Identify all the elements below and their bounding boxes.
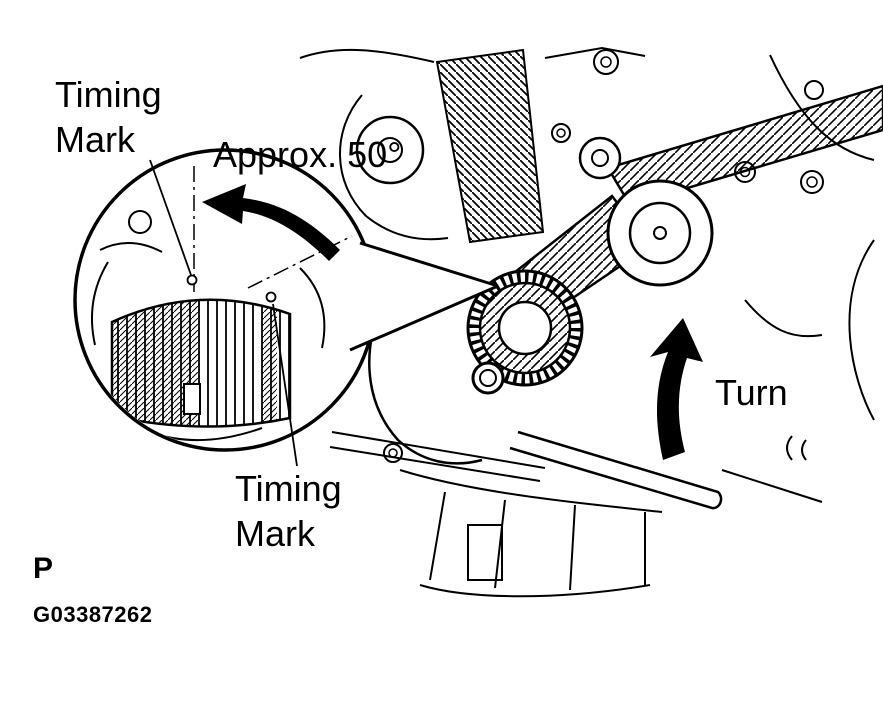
tensioner-pulley xyxy=(606,179,714,287)
page-marker: P xyxy=(33,552,54,585)
crank-bolt xyxy=(471,361,505,395)
engine-outline xyxy=(299,46,875,598)
hatched-wall xyxy=(435,48,545,244)
timing-belt-upper xyxy=(606,84,883,207)
label-timing-mark-lower: Timing Mark xyxy=(235,466,342,556)
idler-roller xyxy=(578,136,622,180)
timing-mark-dot-left xyxy=(186,274,198,286)
label-approx-angle: Approx. 50° xyxy=(213,134,402,175)
label-line: Mark xyxy=(55,119,135,160)
callout-interior xyxy=(90,166,353,442)
turn-arrow-icon xyxy=(650,318,703,460)
gear-sprocket xyxy=(110,298,292,428)
label-line: Mark xyxy=(235,513,315,554)
rotation-arrow-icon xyxy=(202,184,340,261)
callout-wedge xyxy=(349,241,499,352)
leader-line-lower xyxy=(272,303,298,467)
label-timing-mark-upper: Timing Mark xyxy=(55,72,162,162)
leader-line-upper xyxy=(149,159,192,276)
oil-pan xyxy=(399,469,663,598)
crank-sprocket xyxy=(466,269,584,395)
label-turn: Turn xyxy=(715,372,788,413)
figure-id: G03387262 xyxy=(33,602,153,627)
timing-mark-dot-right xyxy=(265,291,277,303)
centerline-diagonal xyxy=(247,235,353,289)
label-line: Timing xyxy=(55,74,162,115)
label-line: Timing xyxy=(235,468,342,509)
